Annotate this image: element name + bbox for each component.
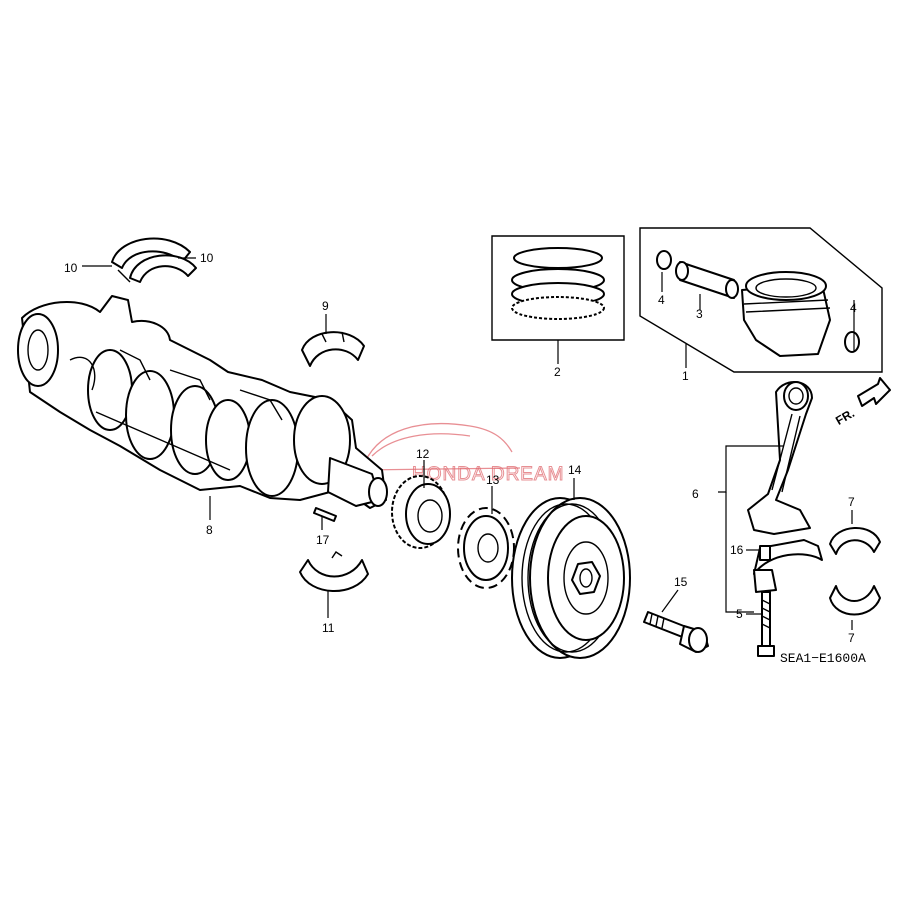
callout-7-lower[interactable]: 7 bbox=[848, 631, 855, 645]
connecting-rod bbox=[747, 381, 823, 657]
crankshaft-pulley bbox=[511, 497, 631, 659]
woodruff-key bbox=[313, 507, 337, 522]
rod-bearing-lower bbox=[829, 585, 881, 616]
callout-14[interactable]: 14 bbox=[568, 463, 582, 477]
callout-10-right[interactable]: 10 bbox=[200, 251, 214, 265]
leader-lines bbox=[82, 257, 855, 630]
callout-5[interactable]: 5 bbox=[736, 607, 743, 621]
callout-4-left[interactable]: 4 bbox=[658, 293, 665, 307]
main-bearing-lower bbox=[299, 551, 369, 592]
watermark-text: HONDA DREAM bbox=[412, 464, 564, 485]
callout-3[interactable]: 3 bbox=[696, 307, 703, 321]
main-bearing-upper bbox=[301, 331, 365, 367]
callout-15[interactable]: 15 bbox=[674, 575, 688, 589]
fr-label: FR. bbox=[833, 406, 857, 428]
callout-10-left[interactable]: 10 bbox=[64, 261, 78, 275]
callout-17[interactable]: 17 bbox=[316, 533, 330, 547]
pulley-bolt bbox=[643, 611, 709, 653]
rod-bearing-upper bbox=[829, 527, 881, 555]
thrust-washer-10 bbox=[111, 237, 197, 283]
callout-16[interactable]: 16 bbox=[730, 543, 744, 557]
callout-6[interactable]: 6 bbox=[692, 487, 699, 501]
front-direction-indicator: FR. bbox=[833, 377, 891, 428]
watermark-logo: HONDA DREAM bbox=[359, 423, 564, 486]
callout-12[interactable]: 12 bbox=[416, 447, 430, 461]
callout-13[interactable]: 13 bbox=[486, 473, 500, 487]
callout-11[interactable]: 11 bbox=[322, 621, 335, 635]
callouts: 10 10 8 9 11 12 13 14 15 17 2 1 3 4 4 6 … bbox=[64, 251, 857, 645]
callout-7-upper[interactable]: 7 bbox=[848, 495, 855, 509]
callout-9[interactable]: 9 bbox=[322, 299, 329, 313]
piston-ring-set bbox=[491, 235, 625, 341]
timing-sprocket bbox=[391, 475, 451, 549]
callout-4-right[interactable]: 4 bbox=[850, 301, 857, 315]
callout-8[interactable]: 8 bbox=[206, 523, 213, 537]
callout-1[interactable]: 1 bbox=[682, 369, 689, 383]
diagram-code: SEA1−E1600A bbox=[780, 651, 866, 666]
piston-assembly bbox=[639, 227, 883, 373]
callout-2[interactable]: 2 bbox=[554, 365, 561, 379]
pulse-plate bbox=[457, 507, 515, 589]
crankshaft bbox=[17, 295, 388, 509]
